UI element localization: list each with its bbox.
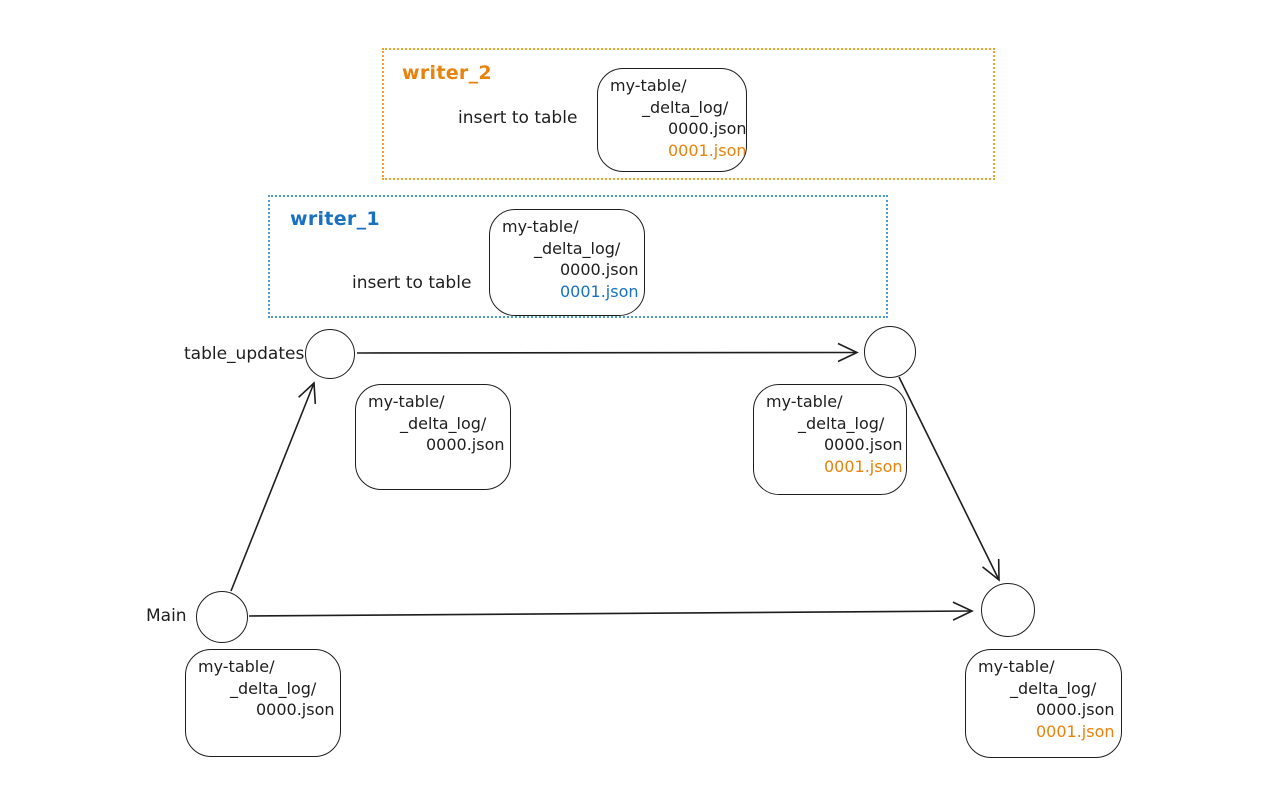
file-path-line: my-table/ <box>198 657 275 676</box>
writer1-label: writer_1 <box>290 208 380 230</box>
file-path-line: 0000.json <box>560 260 639 279</box>
writer1-group-box: writer_1 insert to table my-table/ _delt… <box>268 195 888 318</box>
writer1-file-tree-box: my-table/ _delta_log/ 0000.json 0001.jso… <box>489 209 645 316</box>
file-path-line: _delta_log/ <box>642 97 729 117</box>
file-path-line: _delta_log/ <box>798 413 885 433</box>
commit-node-table-updates-end <box>864 326 916 378</box>
file-path-line: _delta_log/ <box>1010 678 1097 698</box>
commit-node-main-end <box>981 583 1035 637</box>
table-updates-branch-label: table_updates <box>184 344 305 364</box>
file-path-line-highlighted: 0001.json <box>668 140 747 160</box>
file-path-line: my-table/ <box>610 76 687 95</box>
file-path-line: _delta_log/ <box>400 413 487 433</box>
commit-node-table-updates-start <box>305 329 355 379</box>
file-path-line: my-table/ <box>368 392 445 411</box>
file-path-line: my-table/ <box>766 392 843 411</box>
file-path-line: 0000.json <box>426 435 505 454</box>
arrow-main-line <box>248 601 974 621</box>
file-path-line-highlighted: 0001.json <box>1036 721 1115 741</box>
file-path-line: 0000.json <box>1036 700 1115 719</box>
file-path-line: my-table/ <box>502 217 579 236</box>
file-path-line: _delta_log/ <box>230 678 317 698</box>
writer2-action-label: insert to table <box>458 108 578 128</box>
table-updates-end-file-tree-box: my-table/ _delta_log/ 0000.json 0001.jso… <box>753 384 907 495</box>
writer2-file-tree-box: my-table/ _delta_log/ 0000.json 0001.jso… <box>597 68 747 172</box>
main-start-file-tree-box: my-table/ _delta_log/ 0000.json <box>185 649 341 757</box>
writer1-action-label: insert to table <box>352 273 472 293</box>
file-path-line-highlighted: 0001.json <box>824 456 903 476</box>
table-updates-start-file-tree-box: my-table/ _delta_log/ 0000.json <box>355 384 511 490</box>
file-path-line: _delta_log/ <box>534 238 621 258</box>
commit-node-main-start <box>196 591 248 643</box>
main-branch-label: Main <box>146 606 187 626</box>
writer2-group-box: writer_2 insert to table my-table/ _delt… <box>382 48 995 180</box>
file-path-line: my-table/ <box>978 657 1055 676</box>
arrow-table-updates-to-main <box>898 376 1000 582</box>
writer2-label: writer_2 <box>402 62 492 84</box>
file-path-line: 0000.json <box>668 119 747 138</box>
file-path-line: 0000.json <box>256 700 335 719</box>
arrow-table-updates-line <box>356 342 859 363</box>
file-path-line-highlighted: 0001.json <box>560 281 639 301</box>
main-end-file-tree-box: my-table/ _delta_log/ 0000.json 0001.jso… <box>965 649 1122 758</box>
arrow-main-to-table-updates <box>230 381 317 592</box>
file-path-line: 0000.json <box>824 435 903 454</box>
